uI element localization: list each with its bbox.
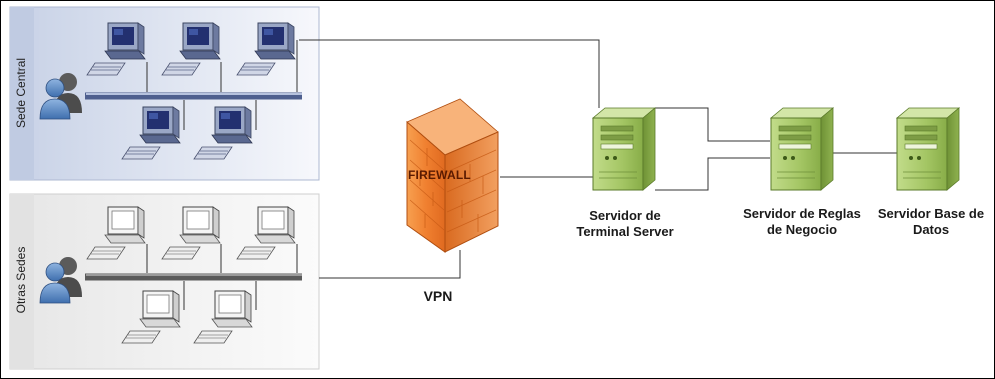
sede-central-group [9, 6, 320, 181]
datos-server-label-line1: Servidor Base de [877, 206, 985, 221]
otras-vpn-link [319, 250, 461, 279]
firewall-label: FIREWALL [408, 168, 471, 182]
terminal-server-label: Servidor de Terminal Server [564, 208, 686, 240]
server-icon [896, 107, 960, 191]
reglas-server-label-line1: Servidor de Reglas [743, 206, 861, 221]
server-icon [770, 107, 834, 191]
terminal-to-reglas-link-2 [655, 157, 770, 191]
reglas-server-label-line2: de Negocio [766, 222, 838, 237]
terminal-server-label-line2: Terminal Server [576, 224, 674, 239]
datos-server-label: Servidor Base de Datos [870, 206, 992, 238]
terminal-server-label-line1: Servidor de [589, 208, 661, 223]
otras-sedes-label: Otras Sedes [14, 246, 28, 314]
central-to-terminal-link [299, 39, 600, 108]
connection-lines [299, 39, 897, 279]
terminal-to-reglas-link-1 [655, 107, 770, 142]
firewall-icon [406, 98, 499, 253]
vpn-label: VPN [423, 288, 453, 304]
sede-central-label: Sede Central [14, 57, 28, 128]
reglas-server-label: Servidor de Reglas de Negocio [737, 206, 867, 238]
server-icon [592, 107, 656, 191]
datos-server-label-line2: Datos [912, 222, 950, 237]
otras-sedes-group [9, 193, 320, 370]
